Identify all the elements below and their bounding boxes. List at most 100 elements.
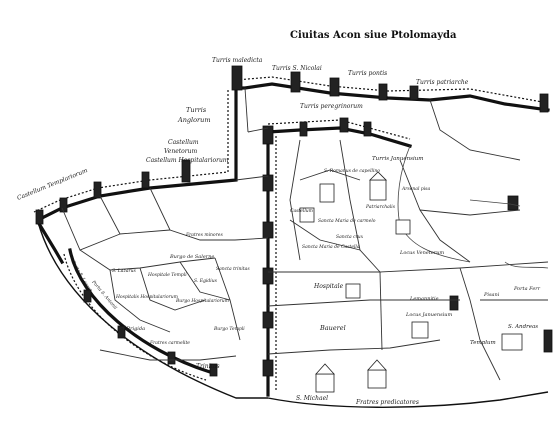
label-locus-januensium: Locus Januensium	[405, 312, 452, 318]
tower-icon	[543, 329, 553, 353]
inner-north-wall	[266, 126, 412, 148]
outer-land-wall	[35, 219, 65, 265]
predicatores-church-icon	[367, 369, 387, 389]
tower-icon	[299, 121, 308, 137]
street	[61, 207, 121, 251]
tower-pontis-icon	[329, 77, 340, 97]
patriarch-church-icon	[369, 179, 387, 201]
label-burgo-hospitalariorum: Burgo Hospitalariorum	[175, 298, 229, 304]
label-s-maria-carmelo: Sancta Maria de carmelo	[318, 218, 376, 224]
label-turris: Turris	[186, 106, 207, 114]
street	[214, 257, 241, 341]
label-s-brigida: S. Brigida	[120, 326, 145, 332]
west-wall	[35, 86, 238, 223]
tower-of-flies-icon	[507, 195, 519, 211]
tower-icon	[262, 267, 274, 285]
label-hospitale: Hospitale	[313, 283, 344, 290]
label-castellum-hospitalariorum: Castellum Hospitalariorum	[146, 157, 229, 164]
tower-icon	[339, 117, 349, 133]
street	[267, 299, 460, 307]
label-hospitalis-hospitalariorum: Hospitalis Hospitalariorum	[115, 294, 178, 300]
street	[289, 139, 301, 261]
tower-templariorum-icon	[93, 181, 102, 199]
church-icon	[319, 183, 335, 203]
church-roof-icon	[369, 171, 387, 181]
tower-icon	[209, 363, 218, 377]
label-turris-patriarche: Turris patriarche	[416, 79, 469, 86]
street	[149, 187, 235, 241]
label-burgo-de-salerne: Burgo de Salerne	[169, 254, 214, 260]
street	[79, 249, 216, 271]
church-icon	[411, 321, 429, 339]
church-roof-icon	[367, 359, 387, 371]
tower-icon	[262, 125, 274, 145]
tower-east-icon	[539, 93, 549, 113]
label-fratres-predicatores: Fratres predicatores	[355, 399, 419, 406]
street	[289, 219, 361, 251]
label-pisani: Pisani	[483, 292, 500, 298]
label-anglorum: Anglorum	[177, 116, 211, 124]
tower-patriarche-icon	[409, 85, 419, 101]
barbican-wall	[68, 248, 213, 375]
label-templum: Templum	[470, 340, 496, 346]
castle-icon	[299, 207, 315, 223]
tower-icon	[141, 171, 150, 189]
west-wall-crenel	[33, 90, 229, 213]
streets	[61, 87, 549, 381]
tower-icon	[262, 359, 274, 377]
s-michael-church-icon	[315, 373, 335, 393]
harbor-mole	[469, 199, 521, 207]
map-title: Ciuitas Acon siue Ptolomayda	[290, 30, 457, 41]
tower-januensium-icon	[363, 121, 372, 137]
tower-icon	[262, 311, 274, 329]
label-trinitas: Trinitas	[196, 363, 220, 370]
street	[139, 267, 206, 311]
tower-icon	[167, 351, 176, 365]
tower-icon	[83, 289, 92, 303]
label-patriarchalis: Patriarchalis	[365, 204, 396, 210]
label-turris-s-nicolai: Turris S. Nicolai	[272, 65, 322, 72]
towers	[35, 65, 553, 377]
label-turris-pontis: Turris pontis	[348, 70, 387, 77]
label-bauerel: Bauerel	[319, 324, 346, 332]
tower-icon	[117, 325, 126, 339]
north-wall	[234, 82, 550, 112]
tower-icon	[262, 174, 274, 192]
label-locus-venetorum: Locus Venetorum	[399, 250, 444, 256]
southern-outer-wall	[37, 221, 268, 399]
venetian-building-icon	[395, 219, 411, 235]
label-s-romanus: S. Romanus de capellino	[324, 168, 380, 174]
label-turris-januensium: Turris Januensium	[372, 156, 424, 162]
street	[399, 159, 471, 263]
label-hospitale-templi: Hospitale Templi	[147, 272, 187, 278]
tower-s-nicolai-icon	[290, 71, 301, 93]
label-arsenal: Arsenal pisa	[401, 186, 430, 192]
label-fratres-carmelite: Fratres carmelite	[149, 340, 190, 346]
label-s-maria-castella: Sancta Maria de Castella	[302, 244, 360, 250]
church-roof-icon	[315, 363, 335, 375]
harbor-boundary	[267, 391, 549, 408]
label-sancta-trinitas: Sancta trinitas	[216, 266, 250, 272]
label-sancta-crux: Sancta crux	[336, 234, 364, 240]
tower-icon	[378, 83, 388, 101]
label-castellum-small: Castellum	[290, 208, 313, 214]
street	[234, 237, 269, 241]
label-burgo-templi: Burgo Templi	[213, 326, 245, 332]
harbor-shore	[397, 145, 471, 263]
street	[429, 99, 521, 161]
label-venetorum: Venetorum	[164, 148, 198, 155]
label-turris-maledicta: Turris maledicta	[212, 57, 263, 64]
label-castellum: Castellum	[168, 139, 199, 146]
tower-icon	[262, 221, 274, 239]
street	[244, 87, 249, 133]
street	[247, 127, 269, 133]
label-castellum-templariorum: Castellum Templariorum	[16, 167, 89, 202]
street	[268, 261, 549, 273]
label-s-andreas: S. Andreas	[508, 324, 538, 330]
buildings	[299, 171, 523, 393]
tower-icon	[449, 295, 459, 311]
north-wall-crenel	[235, 76, 549, 104]
tower-venetorum-icon	[181, 159, 191, 183]
